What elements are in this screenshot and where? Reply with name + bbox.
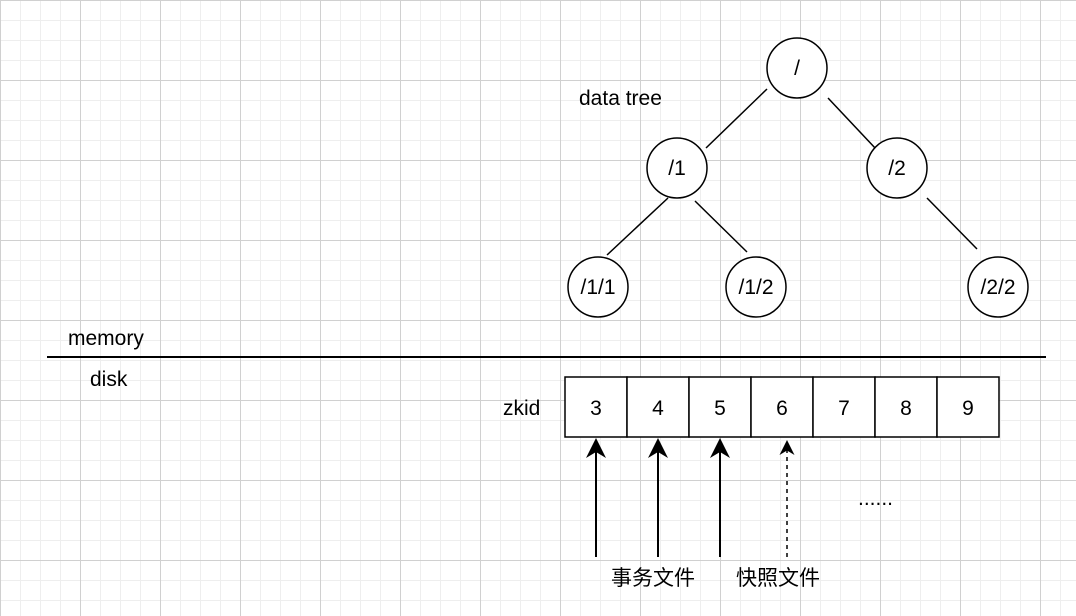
zkid-cell: 3 [564, 376, 628, 438]
zkid-cell-value: 6 [776, 397, 788, 420]
tree-node-1-2-label: /1/2 [738, 276, 773, 299]
zkid-cell: 5 [688, 376, 752, 438]
zkid-cell-value: 4 [652, 397, 664, 420]
zkid-cell-value: 9 [962, 397, 974, 420]
tree-node-root-label: / [794, 57, 800, 80]
zkid-cell: 9 [936, 376, 1000, 438]
tree-node-root: / [766, 37, 828, 99]
edge-1-11 [606, 197, 669, 256]
ellipsis-label: ...... [858, 487, 893, 510]
zkid-cell-value: 5 [714, 397, 726, 420]
tree-node-2: /2 [866, 137, 928, 199]
tree-node-1-1-label: /1/1 [580, 276, 615, 299]
zkid-cell-value: 3 [590, 397, 602, 420]
tree-node-1-label: /1 [668, 157, 686, 180]
edge-1-12 [694, 200, 748, 253]
tree-node-1-1: /1/1 [567, 256, 629, 318]
data-tree-label: data tree [579, 87, 662, 110]
edge-root-2 [827, 97, 877, 150]
zkid-cell: 7 [812, 376, 876, 438]
tree-node-1-2: /1/2 [725, 256, 787, 318]
snapshot-files-label: 快照文件 [736, 567, 820, 590]
tree-node-2-label: /2 [888, 157, 906, 180]
tree-node-2-2-label: /2/2 [980, 276, 1015, 299]
tree-node-2-2: /2/2 [967, 256, 1029, 318]
zkid-label: zkid [503, 397, 540, 420]
edge-root-1 [705, 88, 768, 149]
disk-label: disk [90, 368, 128, 391]
zkid-cell: 8 [874, 376, 938, 438]
zkid-cells: 3 4 5 6 7 8 9 [564, 376, 1000, 438]
zkid-cell: 4 [626, 376, 690, 438]
memory-label: memory [68, 327, 144, 350]
zkid-cell-value: 7 [838, 397, 850, 420]
transaction-files-label: 事务文件 [611, 567, 695, 590]
edge-2-22 [926, 197, 978, 250]
zkid-cell-value: 8 [900, 397, 912, 420]
tree-node-1: /1 [646, 137, 708, 199]
zkid-cell: 6 [750, 376, 814, 438]
